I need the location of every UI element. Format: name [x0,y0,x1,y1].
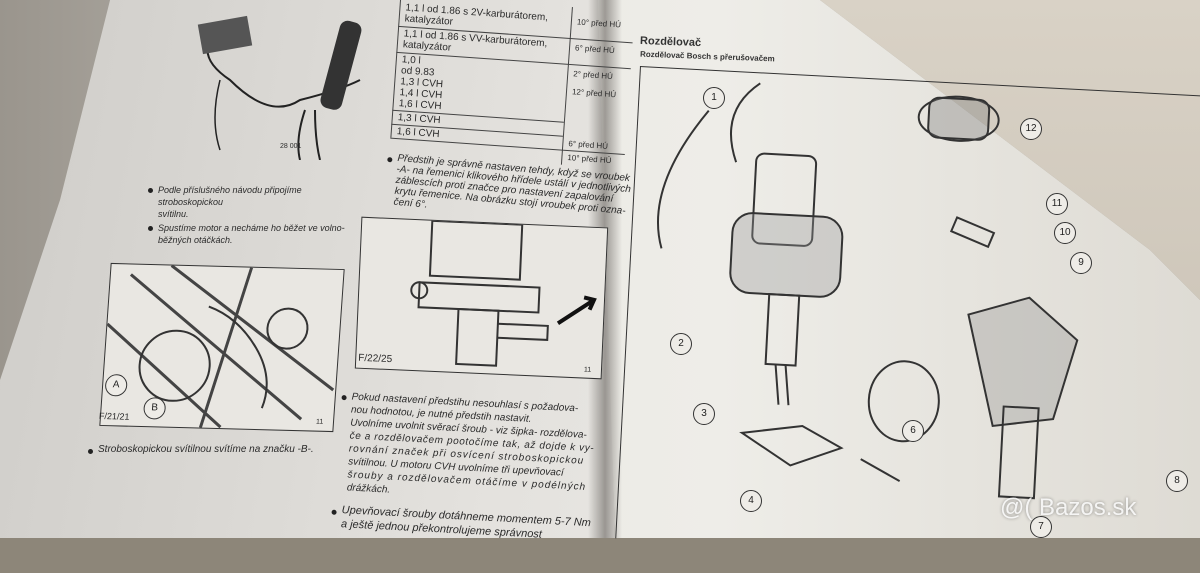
engine-drawing [106,264,335,429]
callout-2: 2 [670,333,692,355]
distributor-exploded-diagram [615,66,1200,568]
strobe-lamp-figure: 28 001 [190,0,390,161]
callout-1: 1 [703,87,725,109]
distributor-clamp-figure: F/22/25 11 [354,216,609,380]
instruction-text: Podle příslušného návodu připojíme strob… [158,185,302,207]
bullet-icon [88,449,93,454]
section-title: Rozdělovač [639,34,702,50]
bullet-icon [148,226,153,231]
figure-corner: 11 [583,366,592,374]
strobe-lamp-drawing [197,15,362,161]
ignition-timing-table: 1,1 l od 1.86 s 2V-karburátorem, katalyz… [390,0,635,166]
watermark-logo: @( Bazos.sk [1000,494,1137,521]
instruction-text: běžných otáčkách. [158,235,233,245]
engine-figure: A B F/21/21 11 [98,262,345,433]
figure-code: 28 001 [280,143,302,150]
top-instructions: Podle příslušného návodu připojíme strob… [148,184,348,248]
instruction-text: Stroboskopickou svítilnou svítíme na zna… [98,444,314,455]
callout-10: 10 [1054,222,1076,244]
callout-8: 8 [1166,470,1188,492]
bullet-icon [148,188,153,193]
clamp-drawing [410,219,597,367]
table-cell: 10° před HÚ [576,17,622,30]
table-cell: katalyzátor [402,39,452,54]
table-cell: 6° před HÚ [574,43,615,56]
figure-code: F/22/25 [358,352,393,366]
figure-corner: 11 [315,418,324,426]
instruction-text: svítilnu. [158,209,189,219]
table-cell: 2° před HÚ [572,69,614,82]
figure-code: F/21/21 [98,410,130,422]
distributor-drawing [657,82,1079,500]
instruction-item: Podle příslušného návodu připojíme strob… [148,184,348,220]
instruction-text: Spustíme motor a necháme ho běžet ve vol… [158,223,345,233]
table-cell: 12° před HÚ [571,87,617,100]
table-cell: katalyzátor [404,13,454,28]
instruction-item: Spustíme motor a necháme ho běžet ve vol… [148,222,348,246]
callout-11: 11 [1046,193,1068,215]
callout-12: 12 [1020,118,1042,140]
paragraph-line: drážkách. [346,482,391,496]
callout-6: 6 [902,420,924,442]
callout-4: 4 [740,490,762,512]
callout-9: 9 [1070,252,1092,274]
callout-3: 3 [693,403,715,425]
